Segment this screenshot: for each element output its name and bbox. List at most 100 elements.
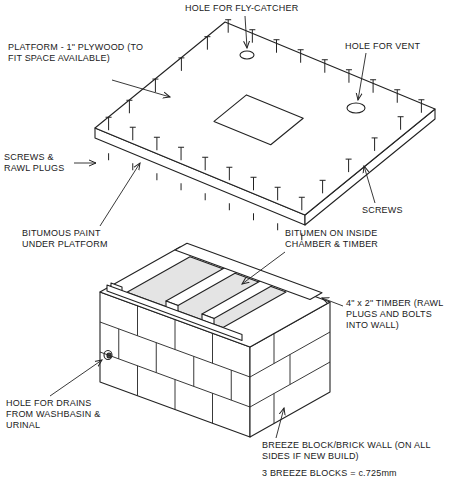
rawl-plug [253,213,254,220]
screw [324,60,325,73]
screw-head [251,177,257,178]
screw-head [178,57,184,58]
screw [348,159,349,172]
screw-head [370,79,376,80]
screw-head [152,79,158,80]
screw-head [249,29,255,30]
screw-head [394,89,400,90]
screw-head [130,127,136,128]
chamber-opening [127,257,286,328]
rawl-plug [181,183,182,190]
screw [228,20,229,33]
screw [252,30,253,43]
screws [106,20,425,241]
brick-joint [175,320,176,350]
rawl-plug [205,193,206,200]
timber-rail [175,243,322,299]
screw-head [126,100,132,101]
screw-head [274,39,280,40]
screw [322,180,323,193]
fly-catcher-hole [240,51,254,59]
screw-head [202,157,208,158]
leader-line [358,53,366,100]
screw-head [299,197,305,198]
brick-joint [175,380,176,410]
screw [229,167,230,180]
brick-joints [100,306,330,424]
callout-label: BITUMOUS PAINT UNDER PLATFORM [22,228,122,250]
screw [397,90,398,103]
screw-head [204,36,210,37]
callout-label: BREEZE BLOCK/BRICK WALL (ON ALL SIDES IF… [262,440,442,462]
screw [156,137,157,150]
brick-joint [193,356,194,386]
rawl-plug [108,153,109,160]
screw [400,117,401,130]
leader-line [364,166,375,203]
screw [300,50,301,63]
callout-label: HOLE FOR FLY-CATCHER [185,3,315,14]
leader-line [322,298,343,306]
screw-head [372,137,378,138]
vent-hole [347,103,365,113]
screw [129,100,130,113]
screw [181,147,182,160]
screw [348,70,349,83]
callout-label: 3 BREEZE BLOCKS = c.725mm [262,468,442,479]
callout-label: PLATFORM - 1" PLYWOOD (TO FIT SPACE AVAI… [8,42,148,64]
leader-line [245,16,247,48]
brick-joint [156,343,157,373]
callout-label: SCREWS & RAWL PLUGS [4,152,74,174]
rawl-plug [229,203,230,210]
brick-joint [118,329,119,359]
brick-joint [290,355,291,385]
screw [373,80,374,93]
screw [108,117,109,130]
screw [205,157,206,170]
brick-joint [274,334,275,364]
platform-opening [214,95,303,145]
screw-head [298,49,304,50]
screw-head [226,167,232,168]
screw [132,127,133,140]
screw-head [346,69,352,70]
screw-head [322,59,328,60]
leader-line [100,163,140,226]
callout-label: 4" x 2" TIMBER (RAWL PLUGS AND BOLTS INT… [346,298,446,331]
brick-joint [137,306,138,336]
screw [155,79,156,92]
screw-head [106,117,112,118]
screw-head [346,159,352,160]
screw [301,197,302,210]
rawl-plug [132,163,133,170]
screw [181,58,182,71]
screw [253,177,254,190]
leader-line [74,163,96,164]
callout-label: HOLE FOR VENT [345,41,445,52]
screw-head [154,137,160,138]
callout-label: HOLE FOR DRAINS FROM WASHBASIN & URINAL [6,398,102,431]
rawl-plug [156,173,157,180]
brick-joint [274,394,275,424]
screw [374,138,375,151]
callout-label: SCREWS [362,205,422,216]
callout-label: BITUMEN ON INSIDE CHAMBER & TIMBER [285,228,395,250]
screw-head [398,116,404,117]
leader-line [242,252,285,284]
brick-joint [231,370,232,400]
leader-line [276,408,284,438]
brick-joint [137,366,138,396]
screw-head [320,180,326,181]
leader-line [112,80,170,97]
screw [207,37,208,50]
screw [277,187,278,200]
rawl-plug [277,223,278,230]
leader-line [50,360,102,396]
screw-head [275,187,281,188]
screw [421,100,422,113]
screw-head [418,99,424,100]
screw [276,40,277,53]
brick-joint [212,393,213,423]
screw-head [225,19,231,20]
brick-joint [212,333,213,363]
